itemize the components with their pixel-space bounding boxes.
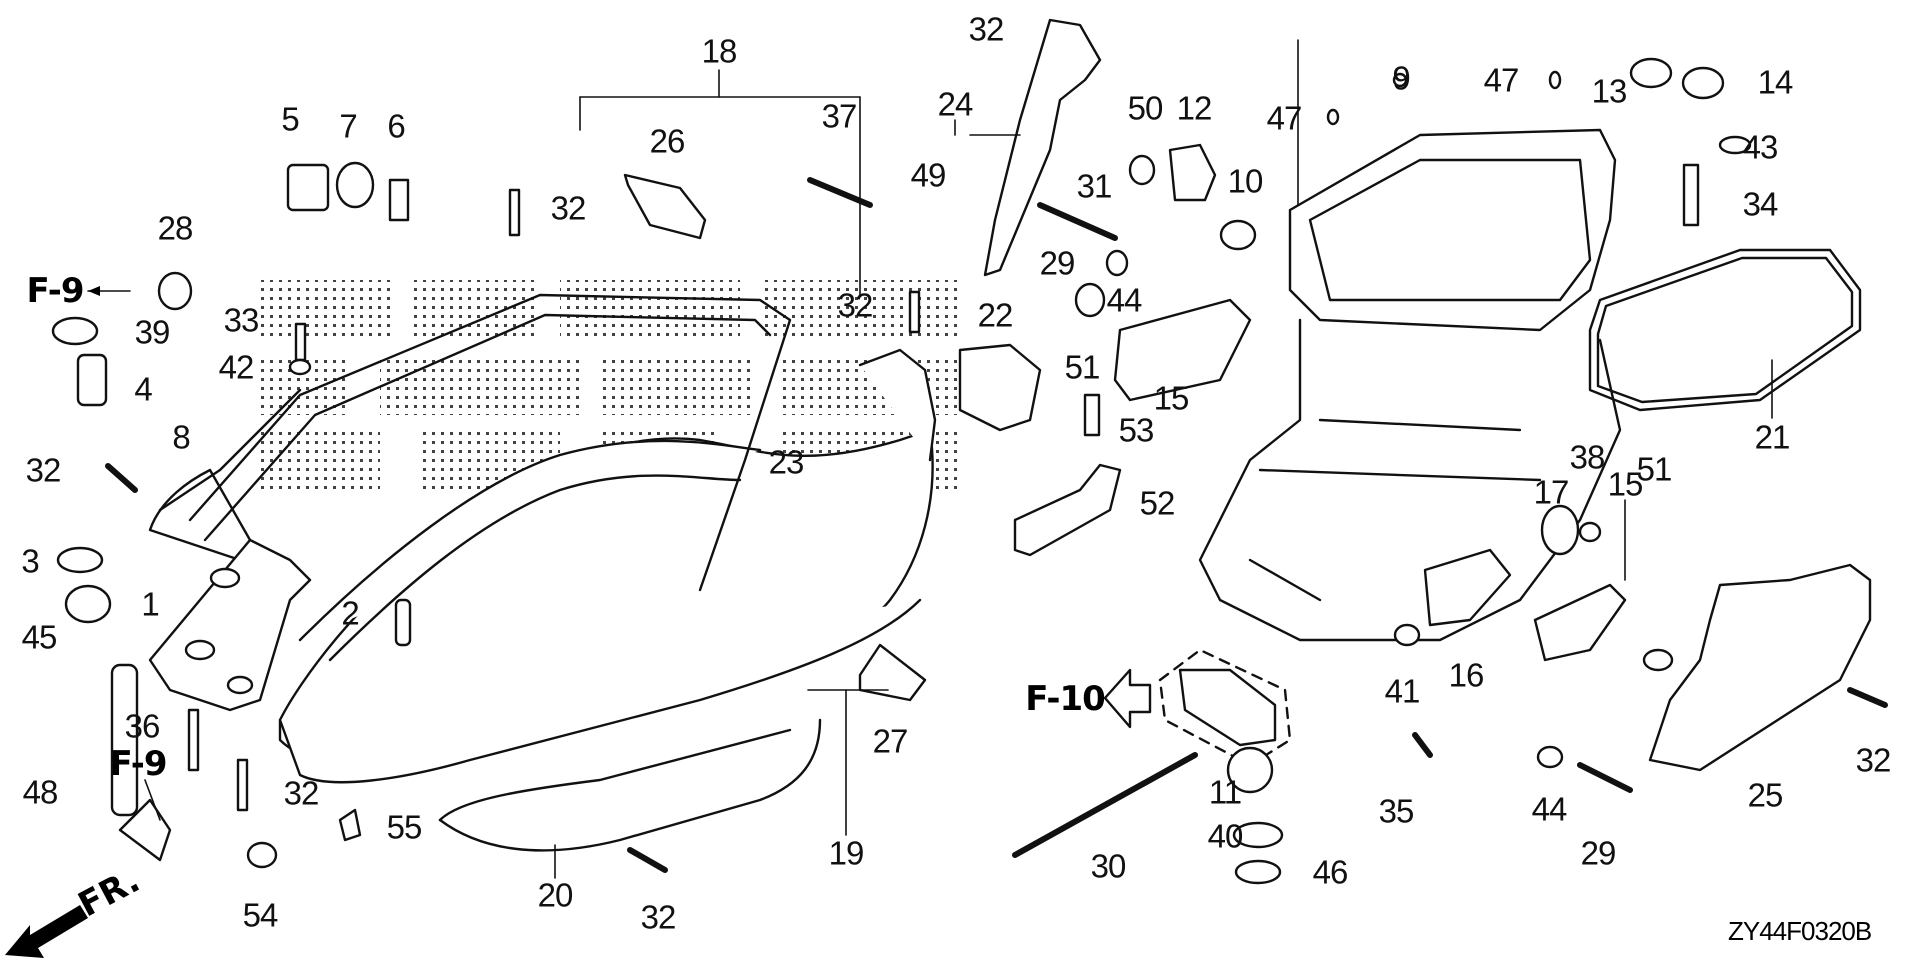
callout-23: 23 — [768, 443, 805, 481]
sensor-bracket — [1168, 143, 1217, 202]
callout-52: 52 — [1139, 484, 1176, 522]
callout-22: 22 — [977, 296, 1014, 334]
callout-44: 44 — [1106, 281, 1143, 319]
callout-24: 24 — [937, 85, 974, 123]
mount-holder — [1178, 668, 1277, 747]
callout-6: 6 — [387, 107, 405, 145]
gasket-26 — [623, 173, 707, 240]
callout-42: 42 — [218, 348, 255, 386]
callout-29: 29 — [1580, 834, 1617, 872]
callout-49: 49 — [910, 156, 947, 194]
mount-15b — [1533, 583, 1627, 662]
leader-lines — [554, 39, 1773, 879]
figure-code: ZY44F0320B — [1728, 916, 1872, 946]
callout-47: 47 — [1266, 99, 1303, 137]
callout-14: 14 — [1757, 63, 1794, 101]
callout-1: 1 — [141, 585, 159, 623]
mount-16 — [1423, 548, 1512, 627]
callout-11: 11 — [1208, 773, 1242, 811]
callout-19: 19 — [828, 834, 865, 872]
callout-47: 47 — [1483, 61, 1520, 99]
callout-18: 18 — [701, 32, 738, 70]
reference-f10[interactable]: F-10 — [1025, 679, 1106, 719]
callout-15: 15 — [1153, 379, 1190, 417]
callout-34: 34 — [1742, 185, 1779, 223]
upper-cover-frame — [148, 293, 792, 592]
callout-2: 2 — [341, 594, 359, 632]
callout-8: 8 — [172, 418, 190, 456]
callout-44: 44 — [1531, 790, 1568, 828]
callout-51: 51 — [1636, 450, 1673, 488]
callout-54: 54 — [242, 896, 279, 934]
callout-36: 36 — [124, 707, 161, 745]
callout-30: 30 — [1090, 847, 1127, 885]
callout-13: 13 — [1591, 72, 1628, 110]
reference-f9-top[interactable]: F-9 — [26, 271, 85, 311]
seal-27 — [858, 643, 927, 702]
callout-32: 32 — [640, 898, 677, 936]
callout-55: 55 — [386, 808, 423, 846]
callout-40: 40 — [1207, 817, 1244, 855]
callout-9: 9 — [1392, 59, 1410, 97]
callout-39: 39 — [134, 313, 171, 351]
callout-32: 32 — [1855, 741, 1892, 779]
mount-bracket — [958, 343, 1042, 432]
callout-50: 50 — [1127, 89, 1164, 127]
callout-10: 10 — [1227, 162, 1264, 200]
callout-29: 29 — [1039, 244, 1076, 282]
callout-48: 48 — [22, 773, 59, 811]
front-arrow-icon — [5, 905, 88, 958]
callout-7: 7 — [339, 107, 357, 145]
callout-5: 5 — [281, 100, 299, 138]
callout-20: 20 — [537, 876, 574, 914]
grommet-10 — [1219, 219, 1257, 251]
under-cover-assembly — [278, 348, 937, 852]
callout-3: 3 — [21, 542, 39, 580]
callout-21: 21 — [1754, 418, 1791, 456]
callout-32: 32 — [968, 10, 1005, 48]
callout-25: 25 — [1747, 776, 1784, 814]
oil-case — [1198, 72, 1622, 642]
callout-26: 26 — [649, 122, 686, 160]
callout-38: 38 — [1569, 438, 1606, 476]
callout-27: 27 — [872, 722, 909, 760]
upper-bracket — [983, 18, 1102, 277]
callout-28: 28 — [157, 209, 194, 247]
callout-17: 17 — [1533, 473, 1570, 511]
callout-43: 43 — [1742, 128, 1779, 166]
callout-32: 32 — [25, 451, 62, 489]
arrow-icon — [144, 779, 161, 821]
callout-41: 41 — [1384, 672, 1421, 710]
callout-15: 15 — [1607, 465, 1644, 503]
callout-12: 12 — [1176, 89, 1213, 127]
callout-32: 32 — [283, 774, 320, 812]
callout-53: 53 — [1118, 411, 1155, 449]
hollow-arrow-icon — [1103, 668, 1152, 729]
oil-case-gasket — [1588, 248, 1862, 412]
callout-4: 4 — [134, 370, 152, 408]
lower-bracket — [1013, 463, 1122, 557]
reference-f9-bottom[interactable]: F-9 — [109, 744, 168, 784]
fasteners — [51, 57, 1752, 885]
callout-31: 31 — [1076, 167, 1113, 205]
callout-46: 46 — [1312, 853, 1349, 891]
callout-32: 32 — [550, 189, 587, 227]
callout-37: 37 — [821, 97, 858, 135]
mount-rubber — [1113, 298, 1252, 402]
callout-32: 32 — [837, 286, 874, 324]
right-cover — [1648, 563, 1872, 772]
left-bracket — [148, 538, 312, 712]
callout-16: 16 — [1448, 656, 1485, 694]
callout-33: 33 — [223, 301, 260, 339]
callout-51: 51 — [1064, 348, 1101, 386]
callout-35: 35 — [1378, 792, 1415, 830]
callout-45: 45 — [21, 618, 58, 656]
